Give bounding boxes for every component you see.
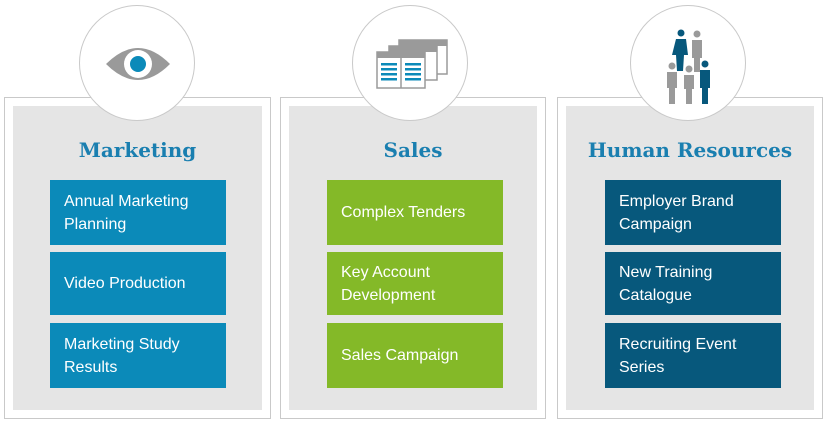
hr-title: Human Resources (587, 138, 793, 162)
item-label: Employer Brand Campaign (619, 192, 734, 233)
item-label: Sales Campaign (341, 347, 459, 364)
hr-item-new-training-catalogue: New Training Catalogue (605, 252, 781, 315)
marketing-item-annual-marketing-planning: Annual Marketing Planning (50, 180, 226, 245)
item-label: Marketing Study Results (64, 335, 180, 376)
item-label: Key Account Development (341, 263, 436, 304)
item-label: New Training Catalogue (619, 263, 713, 304)
hr-item-employer-brand-campaign: Employer Brand Campaign (605, 180, 781, 245)
sales-icon-circle (352, 5, 468, 121)
marketing-item-marketing-study-results: Marketing Study Results (50, 323, 226, 388)
sales-item-key-account-development: Key Account Development (327, 252, 503, 315)
item-label: Video Production (64, 275, 186, 292)
marketing-title: Marketing (78, 138, 197, 162)
eye-icon (106, 48, 170, 80)
item-label: Annual Marketing Planning (64, 192, 189, 233)
marketing-icon-circle (79, 5, 195, 121)
sales-item-sales-campaign: Sales Campaign (327, 323, 503, 388)
sales-title: Sales (383, 138, 443, 162)
sales-item-complex-tenders: Complex Tenders (327, 180, 503, 245)
item-label: Complex Tenders (341, 204, 466, 221)
documents-icon (376, 39, 448, 89)
item-label: Recruiting Event Series (619, 335, 737, 376)
marketing-item-video-production: Video Production (50, 252, 226, 315)
hr-icon-circle (630, 5, 746, 121)
people-icon (667, 29, 710, 104)
hr-item-recruiting-event-series: Recruiting Event Series (605, 323, 781, 388)
